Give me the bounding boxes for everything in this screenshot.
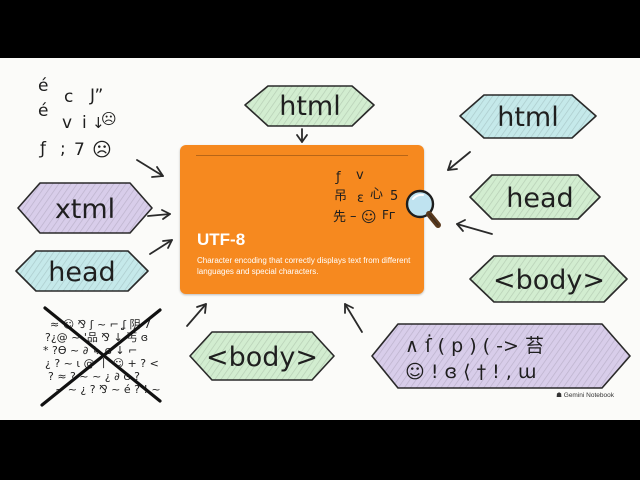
arrow-from-xtml <box>147 209 171 220</box>
tag-xtml-label: xtml <box>55 194 115 225</box>
glyph-cluster-top-left: é c J” é v i ↓ ƒ ; 7 ☹ ☹ <box>38 76 117 161</box>
diagram-canvas: html html xtml head head <box>15 76 631 407</box>
garbled-line: ~ ~ ¿ ? ⅋ ~ é ? ! ~ <box>55 383 161 396</box>
glyph-seven: 7 <box>74 140 85 160</box>
cross-out-x-line-2 <box>40 308 162 407</box>
card-glyph: 先 <box>333 210 346 225</box>
branding-text: Gemini Notebook <box>563 392 614 399</box>
sad-face-icon-small: ☹ <box>101 110 117 128</box>
card-glyph: Fᴦ <box>382 208 396 222</box>
glyph-e-acute-1: é <box>38 76 48 96</box>
tag-head-right-label: head <box>506 183 573 214</box>
glyph-blob-line2: ☺ ! ɞ ⟨ † ! , ɯ <box>405 361 536 383</box>
glyph-v: v <box>62 113 72 133</box>
garbled-line: ¿ ? ~ ι @ 丨 ☺ + ? < <box>45 357 159 370</box>
card-glyph: 心 <box>370 187 383 202</box>
tag-body-bottom-label: <body> <box>206 342 318 373</box>
tag-body-right: <body> <box>469 255 628 303</box>
arrow-from-glyph-blob <box>344 303 363 333</box>
arrow-from-head-right <box>456 219 493 235</box>
smiley-icon: ☺ <box>361 208 377 226</box>
garbled-line: ≈ ☺ ⅋ ʃ ~ ⌐ ʆ 阴 7 <box>50 318 151 331</box>
glyph-e-acute-2: é <box>38 101 48 121</box>
card-glyph-cluster: ƒ v 吊 ɛ 心 5 先 – ☺ Fᴦ <box>333 168 398 226</box>
card-title: UTF-8 <box>197 230 246 249</box>
tag-body-bottom: <body> <box>189 331 335 381</box>
card-glyph: ƒ <box>335 170 341 185</box>
magnifier-icon <box>405 189 441 228</box>
sad-face-icon: ☹ <box>92 139 112 161</box>
tag-head-right: head <box>469 174 601 220</box>
glyph-c: c <box>64 87 73 107</box>
card-description: Character encoding that correctly displa… <box>197 256 411 276</box>
arrows <box>136 128 493 333</box>
arrow-from-html-right <box>447 151 471 171</box>
card-glyph: – <box>350 209 357 224</box>
branding-label: ☗ Gemini Notebook <box>556 391 614 399</box>
notebook-icon: ☗ <box>556 392 564 399</box>
glyph-i: i <box>82 113 87 133</box>
glyph-f-hook: ƒ <box>38 139 47 159</box>
arrow-from-head-left <box>149 239 173 255</box>
arrow-from-garbled <box>186 303 207 327</box>
arrow-from-html-top <box>296 128 308 143</box>
glyph-down-arrow: ↓ <box>92 114 105 132</box>
tag-xtml: xtml <box>17 182 153 234</box>
tag-html-right-label: html <box>497 102 559 133</box>
tag-html-right: html <box>459 94 597 139</box>
tag-body-right-label: <body> <box>493 265 605 296</box>
tag-html-top: html <box>244 85 375 127</box>
glyph-blob: ∧ ẛ ( p ) ( -> 苔 ☺ ! ɞ ⟨ † ! , ɯ <box>371 323 631 389</box>
tag-head-left: head <box>15 250 149 292</box>
card-divider <box>196 155 408 156</box>
tag-head-left-label: head <box>48 257 115 288</box>
tag-html-top-label: html <box>279 91 341 122</box>
card-glyph: 5 <box>390 189 398 204</box>
arrow-from-top-left-glyphs <box>136 159 164 178</box>
glyph-semicolon: ; <box>60 139 66 159</box>
card-glyph: ɛ <box>357 191 364 206</box>
glyph-blob-line1: ∧ ẛ ( p ) ( -> 苔 <box>405 333 544 357</box>
slide: html html xtml head head <box>0 58 640 420</box>
garbled-text-block: ≈ ☺ ⅋ ʃ ~ ⌐ ʆ 阴 7 ?¿@ ~ '品 ⅋ ↓ 丐 ɞ * ?Ɵ … <box>40 306 162 407</box>
utf8-card: ƒ v 吊 ɛ 心 5 先 – ☺ Fᴦ UTF-8 Character enc… <box>180 145 424 294</box>
card-glyph: 吊 <box>334 189 347 204</box>
card-glyph: v <box>356 168 364 183</box>
glyph-j-quote: J” <box>89 86 103 106</box>
